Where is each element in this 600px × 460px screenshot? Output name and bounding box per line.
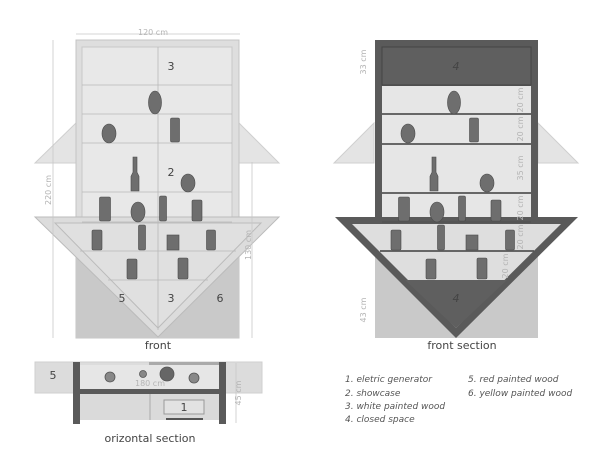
legend-item: 6. yellow painted wood [468, 389, 572, 399]
plan-divider [73, 389, 226, 394]
shelf-dim: 20 cm [516, 87, 525, 112]
front-label-3: 3 [168, 292, 175, 305]
horizontal-section-view: 5 1 180 cm 45 cm orizontal section [34, 361, 263, 445]
front-width-dim: 120 cm [138, 28, 168, 37]
jar [476, 257, 488, 280]
front-label-6: 6 [217, 292, 224, 305]
section-right-wing [537, 121, 580, 164]
legend-item: 2. showcase [345, 389, 401, 399]
shelf-dim: 20 cm [516, 224, 525, 249]
front-height-dim: 220 cm [44, 175, 53, 205]
bottom-dim: 43 cm [359, 297, 368, 322]
shelf-dim: 20 cm [516, 195, 525, 220]
plan-jars [104, 366, 200, 384]
jar [166, 234, 180, 251]
jar [400, 123, 416, 144]
plan-depth-dim: 45 cm [234, 380, 243, 405]
jar [458, 195, 466, 222]
jar [130, 156, 140, 192]
plan-width-dim: 180 cm [135, 379, 165, 388]
plan-edge [149, 362, 219, 365]
jar [99, 196, 111, 222]
jar [469, 117, 479, 143]
legend-item: 1. eletric generator [345, 375, 433, 385]
front-view: 3 2 5 3 6 front 120 cm 220 cm 130 cm [33, 28, 281, 352]
jar [437, 224, 445, 251]
jar [490, 199, 502, 222]
jar [505, 229, 515, 251]
top-dim: 33 cm [359, 49, 368, 74]
jar [206, 229, 216, 251]
bottom-closed-space [405, 280, 507, 328]
front-caption: front [145, 339, 172, 352]
jar [177, 257, 189, 280]
front-lower-height-dim: 130 cm [244, 230, 253, 260]
front-showcase-label: 2 [168, 166, 175, 179]
plan-caption: orizontal section [104, 432, 195, 445]
section-caption: front section [427, 339, 496, 352]
shelf-dim: 20 cm [516, 116, 525, 141]
legend: 1. eletric generator 2. showcase 3. whit… [345, 375, 572, 425]
jar [170, 117, 180, 143]
bottom-closed-label: 4 [453, 292, 460, 305]
legend-item: 3. white painted wood [345, 402, 445, 412]
shelf-dim: 35 cm [516, 155, 525, 180]
generator-base [166, 418, 203, 420]
jar [429, 156, 439, 192]
jar [425, 258, 437, 280]
jar [91, 229, 103, 251]
plan-label-5: 5 [50, 369, 57, 382]
jar [101, 123, 117, 144]
section-jars [390, 90, 515, 280]
jar [148, 90, 162, 115]
front-top-label: 3 [168, 60, 175, 73]
legend-item: 4. closed space [345, 415, 415, 425]
shelf-dim: 20 cm [501, 253, 510, 278]
jar [191, 199, 203, 222]
top-closed-space [381, 46, 532, 86]
right-wing [238, 121, 281, 164]
jar [159, 195, 167, 222]
jar [447, 90, 461, 115]
generator-label: 1 [181, 401, 188, 414]
jar [126, 258, 138, 280]
jar [130, 201, 146, 223]
jar [479, 173, 495, 193]
jar [465, 234, 479, 251]
jar [390, 229, 402, 251]
jar [180, 173, 196, 193]
jar [398, 196, 410, 222]
section-left-wing [332, 121, 375, 164]
legend-item: 5. red painted wood [468, 375, 559, 385]
front-jars [91, 90, 216, 280]
generator-box [163, 399, 205, 415]
front-label-5: 5 [119, 292, 126, 305]
left-wing [33, 121, 77, 164]
section-shelves [380, 113, 534, 252]
top-closed-label: 4 [453, 60, 460, 73]
front-section-view: 4 4 33 cm 43 cm 20 cm 20 cm 35 cm 20 cm … [332, 40, 580, 352]
jar [429, 201, 445, 223]
jar [138, 224, 146, 251]
